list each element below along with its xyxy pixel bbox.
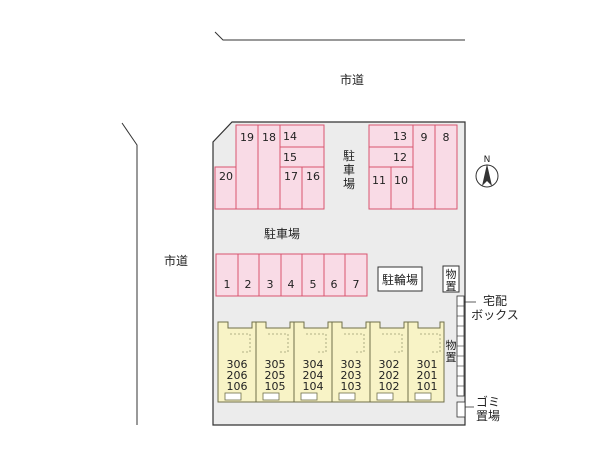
garbage-label-1: ゴミ <box>476 394 500 409</box>
unit-number: 204 <box>303 369 324 382</box>
unit-number: 102 <box>379 380 400 393</box>
north-compass-icon: N <box>475 155 499 188</box>
parking-number: 14 <box>283 130 297 143</box>
parking-number: 17 <box>284 170 298 183</box>
parking-block-lower: 1 2 3 4 5 6 7 <box>215 253 368 297</box>
unit-label-group: 305 205 105 <box>265 358 286 393</box>
parking-number: 18 <box>262 131 276 144</box>
storage-middle-label: 物 <box>446 338 457 352</box>
unit-label-group: 306 206 106 <box>227 358 248 393</box>
parking-number: 10 <box>394 174 408 187</box>
unit-number: 305 <box>265 358 286 371</box>
unit-number: 302 <box>379 358 400 371</box>
unit-number: 105 <box>265 380 286 393</box>
parking-space-8 <box>434 124 458 210</box>
parking-number: 11 <box>372 174 386 187</box>
parking-number: 7 <box>353 278 360 291</box>
building-outline <box>217 321 445 403</box>
unit-number: 303 <box>341 358 362 371</box>
left-road-label: 市道 <box>164 253 188 268</box>
delivery-box-column <box>456 295 465 397</box>
parking-number: 4 <box>288 278 295 291</box>
parking-number: 20 <box>219 170 233 183</box>
unit-number: 205 <box>265 369 286 382</box>
garbage-label-2: 置場 <box>476 409 500 423</box>
svg-text:置: 置 <box>446 280 457 293</box>
parking-label-center: 駐車場 <box>264 226 300 241</box>
parking-block-upper-right: 13 12 11 10 9 8 <box>368 124 458 210</box>
svg-text:置: 置 <box>446 351 457 364</box>
storage-top <box>442 265 460 293</box>
parking-number: 19 <box>240 131 254 144</box>
svg-text:駐: 駐 <box>343 148 355 163</box>
parking-block-upper-left: 19 18 14 15 17 16 20 <box>214 124 325 210</box>
unit-number: 103 <box>341 380 362 393</box>
left-road-line <box>121 122 138 425</box>
unit-number: 203 <box>341 369 362 382</box>
parking-number: 2 <box>245 278 252 291</box>
parking-number: 12 <box>393 151 407 164</box>
parking-number: 5 <box>310 278 317 291</box>
unit-number: 306 <box>227 358 248 371</box>
compass-label: N <box>484 155 491 165</box>
parking-number: 9 <box>421 131 428 144</box>
unit-number: 301 <box>417 358 438 371</box>
svg-text:車: 車 <box>343 163 355 177</box>
unit-number: 304 <box>303 358 324 371</box>
unit-number: 202 <box>379 369 400 382</box>
unit-number: 206 <box>227 369 248 382</box>
parking-number: 13 <box>393 130 407 143</box>
parking-number: 8 <box>443 131 450 144</box>
unit-number: 101 <box>417 380 438 393</box>
unit-number: 201 <box>417 369 438 382</box>
svg-text:物: 物 <box>446 267 457 281</box>
top-road-label: 市道 <box>340 72 364 87</box>
unit-number: 106 <box>227 380 248 393</box>
svg-text:場: 場 <box>343 177 355 191</box>
delivery-box-label-2: ボックス <box>471 308 519 322</box>
bicycle-parking <box>377 266 423 292</box>
parking-space-16 <box>301 166 325 210</box>
parking-number: 3 <box>267 278 274 291</box>
parking-label-vertical: 駐 車 場 <box>343 148 355 191</box>
unit-label-group: 304 204 104 <box>303 358 324 393</box>
parking-space-20 <box>214 166 237 210</box>
parking-number: 16 <box>306 170 320 183</box>
unit-label-group: 303 203 103 <box>341 358 362 393</box>
garbage-station <box>456 401 466 418</box>
apartment-building: 306 206 106 305 205 105 304 204 104 303 … <box>217 320 445 403</box>
parking-space-7 <box>344 253 368 297</box>
unit-label-group: 301 201 101 <box>417 358 438 393</box>
top-road-line <box>214 31 465 41</box>
unit-number: 104 <box>303 380 324 393</box>
parking-number: 15 <box>283 151 297 164</box>
bicycle-parking-label: 駐輪場 <box>382 272 418 287</box>
parking-number: 1 <box>224 278 231 291</box>
roads: 市道 市道 <box>121 31 465 425</box>
parking-number: 6 <box>331 278 338 291</box>
unit-label-group: 302 202 102 <box>379 358 400 393</box>
delivery-box-label-1: 宅配 <box>483 293 507 308</box>
